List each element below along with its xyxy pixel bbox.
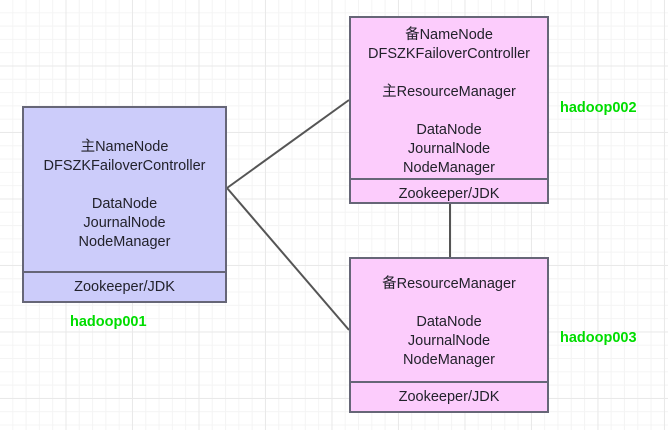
node-hadoop002-body: 备NameNode DFSZKFailoverController 主Resou… (351, 18, 547, 178)
role-nodemanager: NodeManager (403, 352, 495, 368)
role-journalnode: JournalNode (407, 141, 491, 157)
node-hadoop003-body: 备ResourceManager DataNode JournalNode No… (351, 259, 547, 381)
role-nodemanager: NodeManager (78, 234, 171, 250)
role-dfszkfailovercontroller: DFSZKFailoverController (43, 158, 206, 174)
host-label-hadoop002: hadoop002 (560, 100, 637, 116)
role-resourcemanager-standby: 备ResourceManager (382, 276, 516, 292)
node-hadoop002-footer: Zookeeper/JDK (351, 178, 547, 208)
host-label-hadoop003: hadoop003 (560, 330, 637, 346)
role-nodemanager: NodeManager (403, 160, 495, 176)
node-hadoop003[interactable]: 备ResourceManager DataNode JournalNode No… (349, 257, 549, 413)
connector-hadoop001-to-hadoop003[interactable] (226, 187, 350, 331)
role-datanode: DataNode (91, 196, 158, 212)
role-namenode-primary: 主NameNode (80, 139, 169, 155)
role-journalnode: JournalNode (83, 215, 166, 231)
host-label-hadoop001: hadoop001 (70, 314, 147, 330)
role-datanode: DataNode (416, 122, 482, 138)
role-resourcemanager-primary: 主ResourceManager (382, 84, 516, 100)
role-datanode: DataNode (416, 314, 482, 330)
node-hadoop001-body: 主NameNode DFSZKFailoverController DataNo… (24, 108, 225, 271)
role-dfszkfailovercontroller: DFSZKFailoverController (368, 46, 530, 62)
node-hadoop002[interactable]: 备NameNode DFSZKFailoverController 主Resou… (349, 16, 549, 204)
role-journalnode: JournalNode (407, 333, 491, 349)
connector-hadoop001-to-hadoop002[interactable] (226, 99, 350, 189)
role-namenode-standby: 备NameNode (405, 27, 493, 43)
node-hadoop003-footer: Zookeeper/JDK (351, 381, 547, 411)
node-hadoop001[interactable]: 主NameNode DFSZKFailoverController DataNo… (22, 106, 227, 303)
node-hadoop001-footer: Zookeeper/JDK (24, 271, 225, 301)
